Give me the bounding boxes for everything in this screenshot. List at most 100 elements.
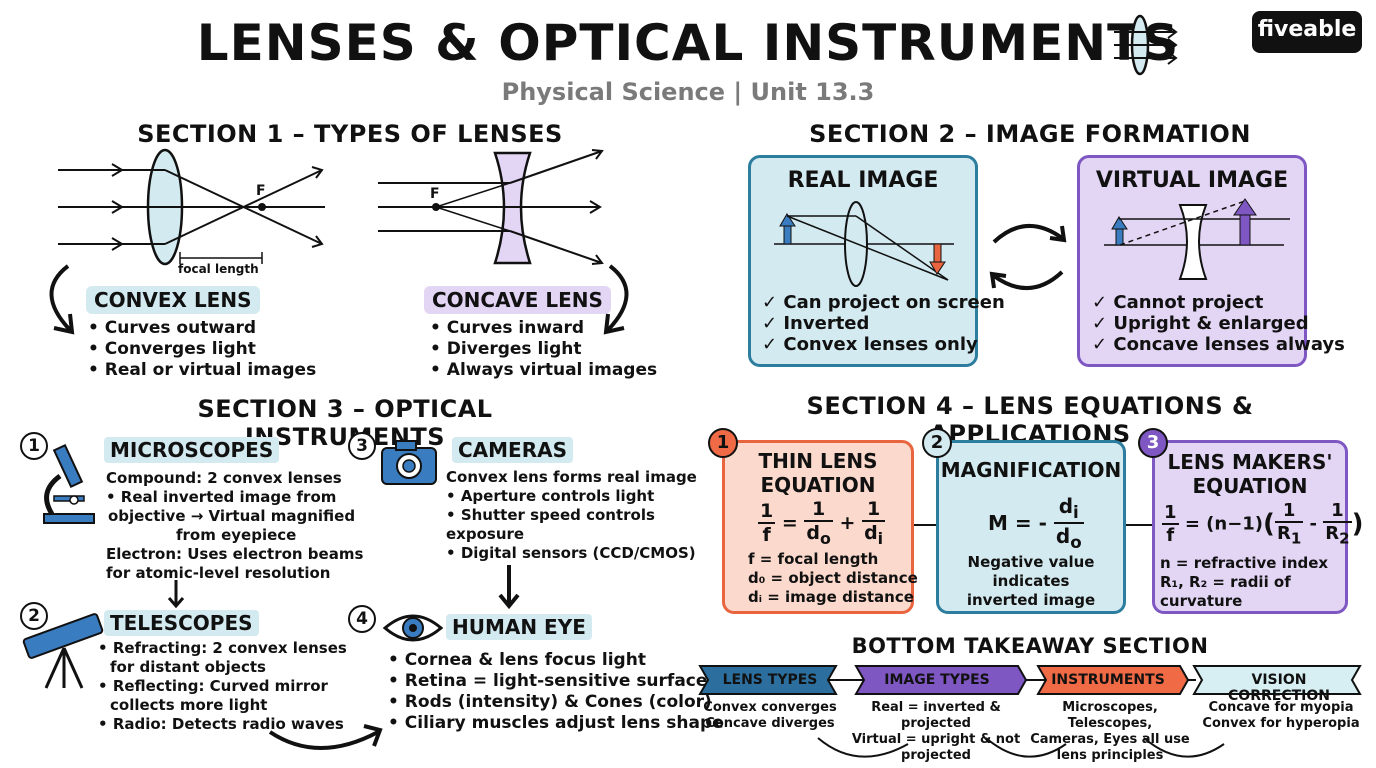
text-line: • Refracting: 2 convex lenses [98,639,347,657]
takeaway-text: Convex converges Concave diverges [700,700,840,732]
list-item: Ciliary muscles adjust lens shape [388,713,724,734]
magnification-note: Negative value indicates inverted image [936,553,1126,610]
text-line: Concave diverges [705,716,835,731]
real-image-checks: Can project on screen Inverted Convex le… [762,292,1004,355]
text-line: inverted image [966,591,1096,609]
list-item: Cannot project [1092,292,1345,313]
number-badge: 2 [20,602,48,630]
text-line: for distant objects [110,658,266,676]
text-line: Convex for hyperopia [1202,716,1360,731]
text-line: f = focal length [748,550,879,568]
text-line: objective → Virtual magnified [108,507,356,525]
list-item: Always virtual images [430,360,657,381]
concave-lens-diagram [378,149,604,265]
microscopes-text: Compound: 2 convex lenses • Real inverte… [106,469,363,583]
number-badge: 3 [348,432,376,460]
text-line: Virtual = upright & not [851,732,1021,747]
text-line: exposure [446,525,525,543]
human-eye-bullets: Cornea & lens focus light Retina = light… [388,650,724,734]
text-line: Convex converges [703,700,837,715]
list-item: Retina = light-sensitive surface [388,671,724,692]
page-subtitle: Physical Science | Unit 13.3 [501,78,875,106]
banner-vision-correction [1192,665,1362,695]
text-line: Real = inverted & projected [871,700,1001,731]
text-line: R₁, R₂ = radii of curvature [1160,573,1291,610]
takeaway-title: BOTTOM TAKEAWAY SECTION [851,634,1209,658]
brand-logo: fiveable [1252,11,1362,53]
text-line: for atomic-level resolution [106,564,331,582]
convex-bullets: Curves outward Converges light Real or v… [88,318,316,381]
text-line: projected [901,748,971,763]
thin-lens-box [722,440,914,614]
list-item: Rods (intensity) & Cones (color) [388,692,724,713]
section1-title: SECTION 1 – TYPES OF LENSES [137,120,563,148]
banner-instruments [1036,665,1190,695]
title-line: LENS MAKERS' [1167,450,1333,474]
list-item: Cornea & lens focus light [388,650,724,671]
takeaway-label: LENS TYPES [722,672,818,688]
text-line: • Real inverted image from [106,488,337,506]
takeaway-label: VISION CORRECTION [1228,672,1330,704]
text-line: Concave for myopia [1208,700,1354,715]
cameras-title: CAMERAS [452,437,574,463]
real-image-diagram [774,201,954,287]
virtual-image-checks: Cannot project Upright & enlarged Concav… [1092,292,1345,355]
concave-lens-tag: CONCAVE LENS [424,286,611,314]
takeaway-banners [698,665,1362,695]
takeaway-connector-curves [817,737,1225,758]
takeaway-label: IMAGE TYPES [884,672,990,688]
number-badge: 3 [1138,428,1168,458]
text-line: • Radio: Detects radio waves [98,715,344,733]
title-line: THIN LENS [758,449,878,473]
real-image-title: REAL IMAGE [787,168,939,193]
text-line: Negative value indicates [967,553,1095,590]
focal-length-label: focal length [178,262,259,276]
magnification-box [936,440,1126,614]
text-line: • Digital sensors (CCD/CMOS) [446,544,696,562]
text-line: Electron: Uses electron beams [106,545,364,563]
cameras-text: Convex lens forms real image • Aperture … [446,468,697,563]
concave-bullets: Curves inward Diverges light Always virt… [430,318,657,381]
page-title: LENSES & OPTICAL INSTRUMENTS [196,14,1180,72]
thin-lens-definitions: f = focal length d₀ = object distance dᵢ… [748,550,918,607]
virtual-image-diagram [1104,198,1290,280]
text-line: from eyepiece [176,526,297,544]
list-item: Diverges light [430,339,657,360]
number-badge: 1 [708,428,738,458]
virtual-image-title: VIRTUAL IMAGE [1095,168,1289,193]
lens-makers-box [1152,440,1348,614]
lens-makers-definitions: n = refractive index R₁, R₂ = radii of c… [1160,554,1376,611]
lens-rays-icon [1114,14,1178,76]
cycle-arrows-icon [989,224,1067,290]
down-arrow-icon [498,565,520,610]
list-item: Converges light [88,339,316,360]
takeaway-label: INSTRUMENTS [1051,672,1165,688]
text-line: Convex lens forms real image [446,468,697,486]
human-eye-title: HUMAN EYE [446,614,592,640]
list-item: Real or virtual images [88,360,316,381]
telescope-icon [22,613,104,689]
convex-lens-tag: CONVEX LENS [86,286,260,314]
magnification-title: MAGNIFICATION [940,458,1122,482]
curved-arrow-icon [268,724,383,750]
number-badge: 2 [922,428,952,458]
list-item: Concave lenses always [1092,334,1345,355]
concave-focal-point-label: F [430,186,440,202]
eye-icon [382,614,444,642]
text-line: Microscopes, Telescopes, [1062,700,1158,731]
banner-lens-types [698,665,838,695]
banner-image-types [854,665,1028,695]
text-line: • Aperture controls light [446,487,655,505]
down-arrow-icon [167,580,185,609]
camera-icon [381,440,437,485]
list-item: Curves inward [430,318,657,339]
number-badge: 4 [348,605,376,633]
text-line: d₀ = object distance [748,569,918,587]
text-line: n = refractive index [1160,554,1329,572]
list-item: Upright & enlarged [1092,313,1345,334]
curved-arrow-right-icon [603,264,629,335]
section3-title: SECTION 3 – OPTICAL INSTRUMENTS [197,395,493,451]
